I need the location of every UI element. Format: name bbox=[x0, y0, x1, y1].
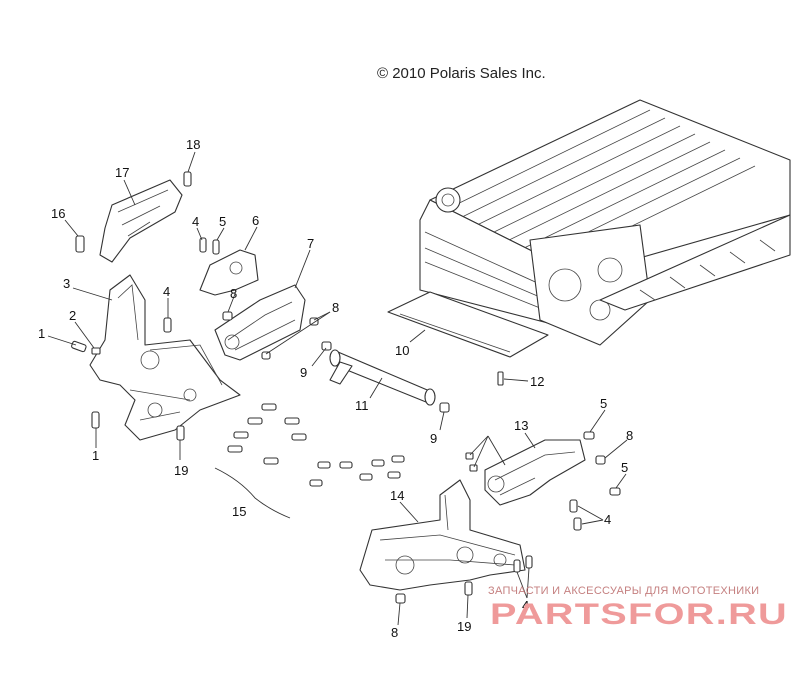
bolt-5-upper bbox=[212, 239, 220, 255]
callout-12: 12 bbox=[530, 374, 544, 389]
bolt-5-right-bottom bbox=[609, 487, 621, 496]
callout-10: 10 bbox=[395, 343, 409, 358]
nut-8-bottom bbox=[395, 593, 406, 604]
part-7-casting bbox=[214, 284, 306, 361]
bracket-15 bbox=[214, 467, 291, 519]
washer-2 bbox=[91, 347, 101, 355]
part-11-cross-tube bbox=[329, 349, 436, 406]
callout-4-bottom: 4 bbox=[522, 598, 529, 613]
part-3-front-frame bbox=[89, 274, 241, 441]
leader-lines bbox=[47, 151, 628, 626]
watermark-tagline: ЗАПЧАСТИ И АКСЕССУАРЫ ДЛЯ МОТОТЕХНИКИ bbox=[488, 585, 759, 597]
callout-5-right-top: 5 bbox=[600, 396, 607, 411]
callout-2: 2 bbox=[69, 308, 76, 323]
part-17-bracket bbox=[99, 179, 183, 263]
callout-labels: 1 1 2 3 4 4 4 4 5 5 5 6 7 8 8 8 8 9 9 10… bbox=[38, 137, 633, 640]
callout-1-lower: 1 bbox=[92, 448, 99, 463]
part-14-right-frame bbox=[359, 479, 526, 591]
callout-19-right: 19 bbox=[457, 619, 471, 634]
callout-9-right: 9 bbox=[430, 431, 437, 446]
watermark-logo: PARTSFOR.RU bbox=[490, 598, 788, 631]
callout-16: 16 bbox=[51, 206, 65, 221]
nut-9-right bbox=[439, 402, 450, 413]
callout-8-bottom: 8 bbox=[391, 625, 398, 640]
callout-17: 17 bbox=[115, 165, 129, 180]
bolt-set-15 bbox=[227, 403, 405, 487]
chassis-tunnel bbox=[387, 99, 791, 358]
bolt-1-upper bbox=[71, 340, 87, 353]
part-13-casting bbox=[484, 439, 586, 506]
callout-18: 18 bbox=[186, 137, 200, 152]
bolt-4-upper bbox=[199, 237, 207, 253]
bolt-1-lower bbox=[91, 411, 100, 429]
callout-11: 11 bbox=[355, 398, 369, 413]
callout-5-upper: 5 bbox=[219, 214, 226, 229]
part-6-bracket bbox=[199, 249, 259, 296]
copyright-text: © 2010 Polaris Sales Inc. bbox=[377, 65, 546, 82]
callout-4-right: 4 bbox=[604, 512, 611, 527]
bolt-18 bbox=[183, 171, 192, 187]
bolt-19-left bbox=[176, 425, 185, 441]
callout-7: 7 bbox=[307, 236, 314, 251]
bolt-16 bbox=[75, 235, 85, 253]
bolts-4-bottom bbox=[513, 555, 533, 573]
nuts-8-left bbox=[465, 452, 478, 472]
bolt-4-left bbox=[163, 317, 172, 333]
callout-3: 3 bbox=[63, 276, 70, 291]
callout-6: 6 bbox=[252, 213, 259, 228]
callout-8-right: 8 bbox=[332, 300, 339, 315]
callout-5-right-bottom: 5 bbox=[621, 460, 628, 475]
callout-19-left: 19 bbox=[174, 463, 188, 478]
callout-15: 15 bbox=[232, 504, 246, 519]
pin-12 bbox=[497, 371, 504, 386]
bolt-19-right bbox=[464, 581, 473, 596]
bolts-4-right bbox=[569, 499, 582, 531]
callout-14: 14 bbox=[390, 488, 404, 503]
callout-4-upper: 4 bbox=[192, 214, 199, 229]
callout-8-upper: 8 bbox=[230, 286, 237, 301]
callout-4-left: 4 bbox=[163, 284, 170, 299]
nuts-8-right bbox=[261, 317, 319, 360]
nut-8-upper bbox=[222, 311, 233, 321]
callout-1-upper: 1 bbox=[38, 326, 45, 341]
bolt-9-left bbox=[321, 341, 332, 351]
callout-8-far-right: 8 bbox=[626, 428, 633, 443]
bolt-5-right-top bbox=[583, 431, 595, 440]
nut-8-right bbox=[595, 455, 606, 465]
watermark: ЗАПЧАСТИ И АКСЕССУАРЫ ДЛЯ МОТОТЕХНИКИ PA… bbox=[488, 585, 788, 631]
callout-9-left: 9 bbox=[300, 365, 307, 380]
callout-13: 13 bbox=[514, 418, 528, 433]
